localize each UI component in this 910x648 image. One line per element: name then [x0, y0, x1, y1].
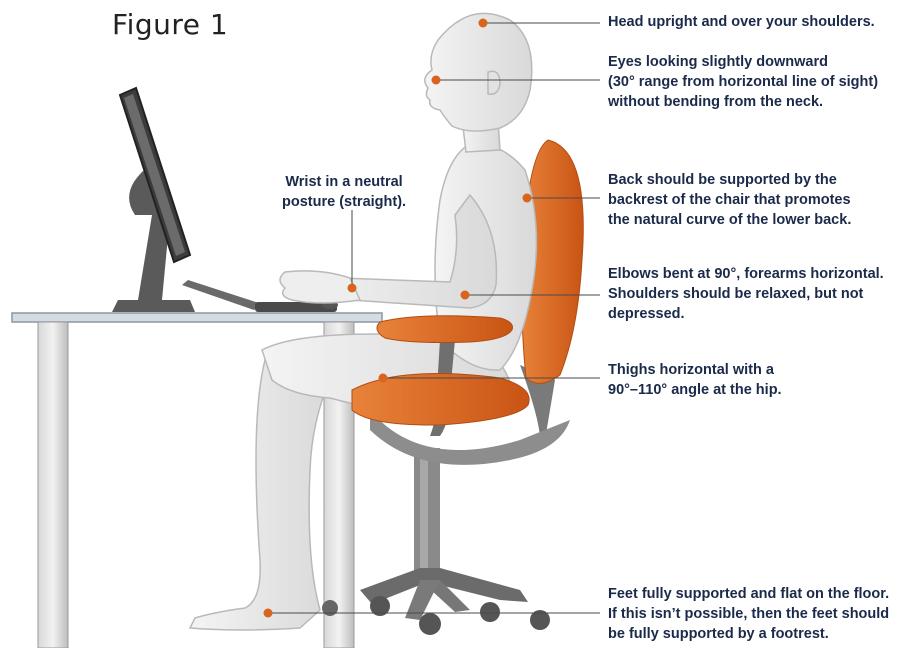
annotation-line: Eyes looking slightly downward [608, 52, 878, 72]
annotation-line: depressed. [608, 304, 884, 324]
caster [322, 600, 338, 616]
callout-dot-wrist [348, 284, 357, 293]
callout-dot-thighs [379, 374, 388, 383]
annotation-back: Back should be supported by the backrest… [608, 170, 851, 230]
desk-top [12, 313, 382, 322]
annotation-line: be fully supported by a footrest. [608, 624, 889, 644]
chair-base [322, 448, 550, 635]
annotation-line: Back should be supported by the [608, 170, 851, 190]
figure-title: Figure 1 [112, 8, 228, 41]
annotation-thighs: Thighs horizontal with a 90°–110° angle … [608, 360, 782, 400]
annotation-wrist: Wrist in a neutral posture (straight). [282, 172, 406, 212]
caster [419, 613, 441, 635]
annotation-line: backrest of the chair that promotes [608, 190, 851, 210]
person-head [425, 13, 532, 131]
annotation-line: Feet fully supported and flat on the flo… [608, 584, 889, 604]
annotation-line: without bending from the neck. [608, 92, 878, 112]
annotation-head: Head upright and over your shoulders. [608, 12, 875, 32]
annotation-feet: Feet fully supported and flat on the flo… [608, 584, 889, 644]
annotation-line: Wrist in a neutral [282, 172, 406, 192]
callout-dot-elbows [461, 291, 470, 300]
person-leg [190, 360, 330, 630]
callout-dot-feet [264, 609, 273, 618]
annotation-line: If this isn’t possible, then the feet sh… [608, 604, 889, 624]
annotation-line: Elbows bent at 90°, forearms horizontal. [608, 264, 884, 284]
chair-armrest [377, 316, 513, 343]
desk-leg-left [38, 322, 68, 648]
person-ear [488, 71, 500, 94]
callout-dot-head [479, 19, 488, 28]
callout-dot-eyes [432, 76, 441, 85]
annotation-line: Thighs horizontal with a [608, 360, 782, 380]
annotation-line: the natural curve of the lower back. [608, 210, 851, 230]
annotation-elbows: Elbows bent at 90°, forearms horizontal.… [608, 264, 884, 324]
annotation-line: 90°–110° angle at the hip. [608, 380, 782, 400]
annotation-line: (30° range from horizontal line of sight… [608, 72, 878, 92]
monitor [112, 88, 195, 312]
caster [480, 602, 500, 622]
annotation-line: Head upright and over your shoulders. [608, 12, 875, 32]
annotation-line: posture (straight). [282, 192, 406, 212]
callout-dot-back [523, 194, 532, 203]
annotation-eyes: Eyes looking slightly downward (30° rang… [608, 52, 878, 112]
annotation-line: Shoulders should be relaxed, but not [608, 284, 884, 304]
